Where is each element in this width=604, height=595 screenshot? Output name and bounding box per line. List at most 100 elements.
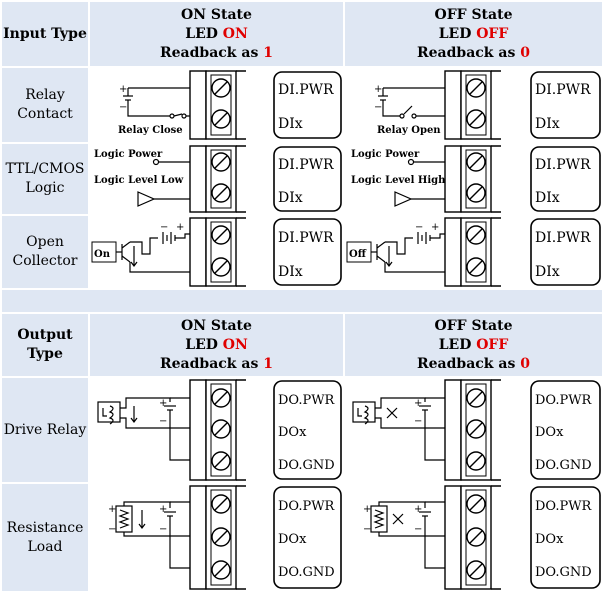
diagram-resistance-off: +− +− DO.PWR DOx DO.GND [345, 484, 602, 591]
input-type-header: Input Type [2, 2, 88, 66]
terminal-block [189, 145, 246, 213]
terminal-di-pwr: DI.PWR [535, 82, 591, 98]
terminal-dix: DIx [535, 264, 560, 280]
terminal-do-pwr: DO.PWR [535, 393, 593, 408]
terminal-label-box [273, 486, 342, 589]
relay-close-caption: Relay Close [118, 125, 183, 136]
terminal-do-gnd: DO.GND [278, 458, 335, 473]
off-state-title: OFF State [434, 317, 513, 334]
terminal-label-box [530, 486, 601, 589]
output-type-header-line2: Type [27, 346, 63, 362]
svg-text:−: − [119, 102, 127, 113]
terminal-label-box [273, 71, 342, 139]
terminal-di-pwr: DI.PWR [278, 157, 334, 173]
svg-text:−: − [414, 416, 422, 427]
collector-off-caption: Off [349, 249, 367, 260]
row-label-line1: Resistance [6, 519, 84, 536]
diagram-logic-high: Logic Power Logic Level High DI.PWR DIx [345, 144, 602, 214]
diagram-relay-open: +− Relay Open DI.PWR DIx [345, 68, 602, 142]
terminal-block [189, 379, 246, 481]
terminal-di-pwr: DI.PWR [535, 230, 591, 246]
diagram-collector-off: Off −+ DI.PWR DIx [345, 216, 602, 288]
off-state-readback: Readback as 0 [417, 44, 530, 61]
svg-text:−: − [363, 524, 371, 535]
terminal-block [189, 70, 246, 140]
off-state-led: LED OFF [438, 25, 509, 42]
terminal-do-gnd: DO.GND [535, 565, 592, 580]
svg-text:+: + [363, 504, 371, 515]
terminal-block [444, 485, 501, 590]
terminal-label-box [530, 380, 601, 480]
row-label-line2: Contact [17, 106, 73, 122]
terminal-di-pwr: DI.PWR [535, 157, 591, 173]
terminal-block [444, 70, 501, 140]
row-label-drive-relay: Drive Relay [2, 378, 88, 482]
relay-open-caption: Relay Open [377, 125, 441, 136]
terminal-block [444, 145, 501, 213]
row-label-resistance-load: Resistance Load [2, 484, 88, 591]
input-on-state-header: ON State LED ON Readback as 1 [90, 2, 343, 66]
row-label-line2: Collector [12, 253, 78, 269]
on-state-led: LED ON [185, 336, 248, 353]
diagram-resistance-on: +− +− DO.PWR DOx DO.GND [90, 484, 343, 591]
terminal-block [189, 217, 246, 287]
diagram-relay-close: + − Relay Close DI.PWR DIx [90, 68, 343, 142]
logic-level-label: Logic Level Low [94, 175, 184, 186]
on-state-led: LED ON [185, 25, 248, 42]
output-on-state-header: ON State LED ON Readback as 1 [90, 314, 343, 376]
logic-power-label: Logic Power [351, 149, 420, 160]
logic-power-label: Logic Power [94, 149, 163, 160]
terminal-dox: DOx [278, 425, 307, 440]
terminal-block [189, 485, 246, 590]
terminal-dix: DIx [278, 190, 303, 206]
terminal-do-pwr: DO.PWR [535, 499, 593, 514]
collector-on-caption: On [94, 249, 111, 260]
terminal-dix: DIx [278, 264, 303, 280]
svg-text:−: − [160, 222, 168, 233]
svg-text:+: + [119, 84, 127, 95]
svg-text:+: + [159, 398, 167, 409]
row-label-line1: Relay [25, 87, 65, 103]
diagram-drive-relay-off: +− DO.PWR DOx DO.GND [345, 378, 602, 482]
terminal-label-box [273, 146, 342, 212]
off-state-title: OFF State [434, 6, 513, 23]
svg-text:−: − [159, 524, 167, 535]
row-label-open-collector: Open Collector [2, 216, 88, 288]
terminal-dox: DOx [535, 425, 564, 440]
terminal-dix: DIx [535, 116, 560, 132]
diagram-logic-low: Logic Power Logic Level Low DI.PWR DIx [90, 144, 343, 214]
terminal-label-box [530, 146, 601, 212]
svg-text:+: + [159, 504, 167, 515]
svg-text:+: + [414, 504, 422, 515]
row-label-line1: Open [26, 234, 64, 250]
output-type-header: Output Type [2, 314, 88, 376]
terminal-label-box [273, 218, 342, 286]
svg-text:+: + [108, 504, 116, 515]
on-state-readback: Readback as 1 [160, 44, 273, 61]
svg-text:−: − [108, 524, 116, 535]
off-state-readback: Readback as 0 [417, 355, 530, 372]
input-off-state-header: OFF State LED OFF Readback as 0 [345, 2, 602, 66]
on-state-title: ON State [181, 6, 252, 23]
terminal-dox: DOx [535, 532, 564, 547]
terminal-dix: DIx [535, 190, 560, 206]
row-label-relay-contact: Relay Contact [2, 68, 88, 142]
diagram-drive-relay-on: +− DO.PWR DOx DO.GND [90, 378, 343, 482]
terminal-label-box [273, 380, 342, 480]
terminal-di-pwr: DI.PWR [278, 82, 334, 98]
terminal-dix: DIx [278, 116, 303, 132]
output-type-header-line1: Output [17, 327, 73, 343]
terminal-label-box [530, 71, 601, 139]
on-state-readback: Readback as 1 [160, 355, 273, 372]
svg-text:−: − [415, 222, 423, 233]
terminal-di-pwr: DI.PWR [278, 230, 334, 246]
on-state-title: ON State [181, 317, 252, 334]
svg-text:+: + [176, 222, 184, 233]
row-label-line1: TTL/CMOS [5, 161, 85, 177]
svg-text:−: − [374, 102, 382, 113]
terminal-block [444, 217, 501, 287]
row-label-line2: Logic [25, 180, 65, 196]
diagram-collector-on: On −+ DI.PWR DIx [90, 216, 343, 288]
terminal-dox: DOx [278, 532, 307, 547]
